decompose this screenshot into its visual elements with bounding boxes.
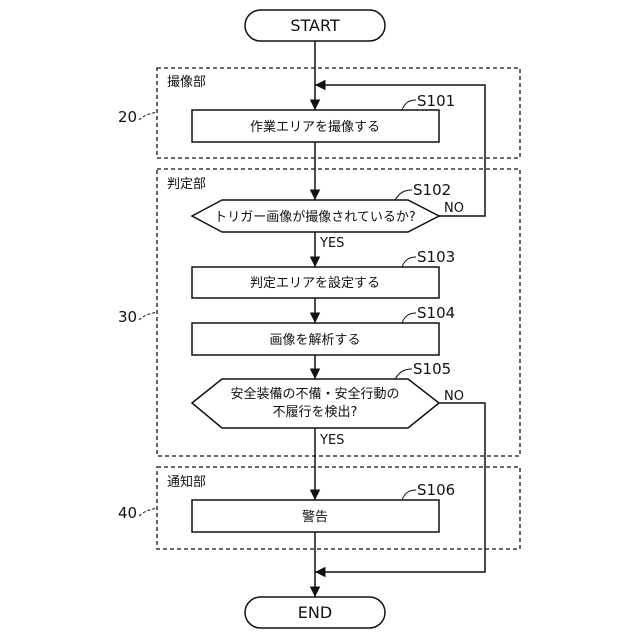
s104-text: 画像を解析する bbox=[269, 333, 360, 348]
s105-id-leader bbox=[395, 369, 412, 379]
s101-id-leader bbox=[402, 100, 416, 110]
ref-20-leader bbox=[139, 112, 157, 120]
s105-no-label: NO bbox=[444, 389, 464, 404]
s102-text: トリガー画像が撮像されているか? bbox=[214, 209, 416, 225]
s105-text-line1: 安全装備の不備・安全行動の bbox=[230, 386, 399, 402]
s106-text: 警告 bbox=[302, 509, 328, 525]
s102-id-leader bbox=[395, 190, 412, 200]
s102-yes-label: YES bbox=[319, 236, 344, 251]
arrow-s102-no-loop bbox=[315, 85, 485, 216]
s106-id: S106 bbox=[417, 481, 455, 499]
s106-id-leader bbox=[402, 490, 416, 500]
s101-id: S101 bbox=[417, 92, 455, 110]
s104-id-leader bbox=[402, 313, 416, 323]
s105-text-line2: 不履行を検出? bbox=[273, 405, 358, 420]
s105-yes-label: YES bbox=[319, 433, 344, 448]
s103-id-leader bbox=[402, 257, 416, 267]
s101-text: 作業エリアを撮像する bbox=[250, 119, 380, 135]
s104-id: S104 bbox=[417, 304, 455, 322]
ref-30: 30 bbox=[118, 308, 137, 326]
s105-id: S105 bbox=[413, 360, 451, 378]
end-label: END bbox=[298, 603, 332, 622]
notify-unit-label: 通知部 bbox=[167, 474, 206, 490]
ref-40: 40 bbox=[118, 504, 137, 522]
ref-20: 20 bbox=[118, 108, 137, 126]
ref-40-leader bbox=[139, 508, 157, 516]
judgment-unit-label: 判定部 bbox=[167, 177, 206, 192]
ref-30-leader bbox=[139, 312, 157, 320]
s103-id: S103 bbox=[417, 248, 455, 266]
start-label: START bbox=[290, 16, 340, 35]
s102-no-label: NO bbox=[444, 201, 464, 216]
imaging-unit-label: 撮像部 bbox=[167, 74, 206, 90]
s103-text: 判定エリアを設定する bbox=[250, 275, 380, 291]
s102-id: S102 bbox=[413, 181, 451, 199]
